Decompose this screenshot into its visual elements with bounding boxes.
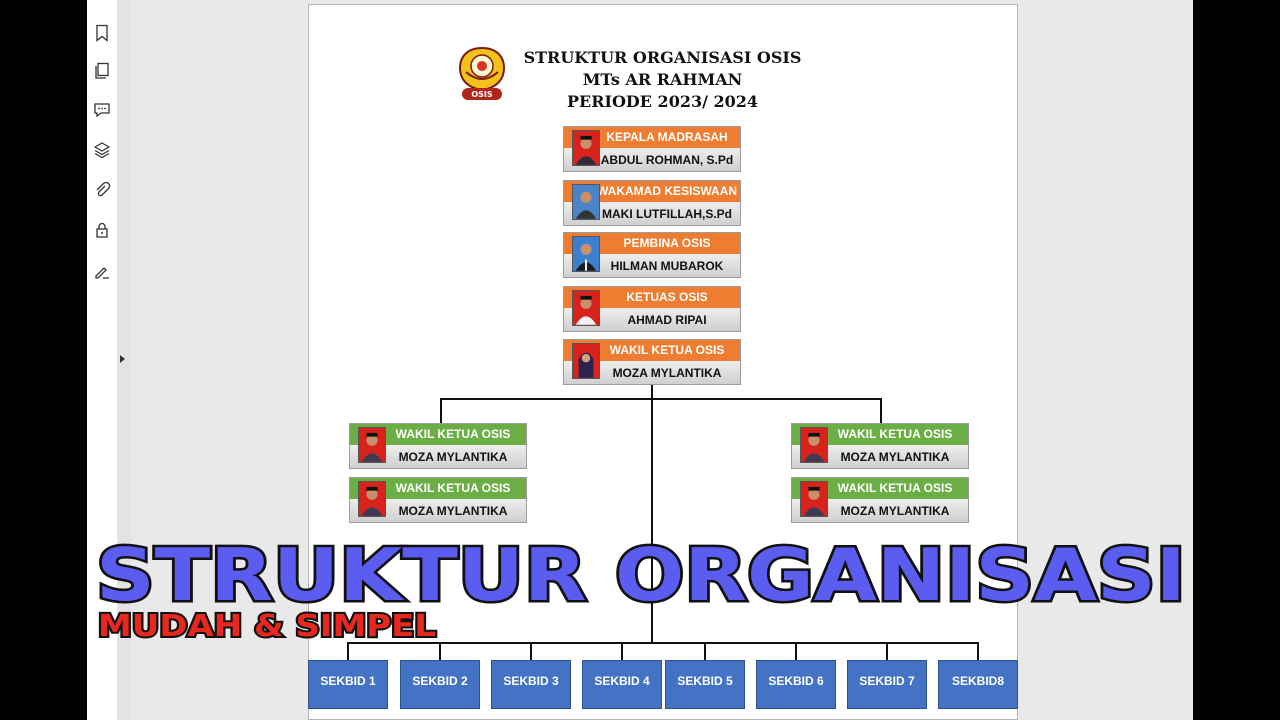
doc-title-line-3: PERIODE 2023/ 2024 [566,92,759,111]
overlay-title-text: STRUKTUR ORGANISASI [96,533,1186,617]
left-card-1: WAKIL KETUA OSIS MOZA MYLANTIKA [349,423,527,469]
sekbid-drop-1 [347,642,349,660]
sekbid-box-4: SEKBID 4 [582,660,662,709]
sidebar-collapse-icon[interactable] [120,355,125,363]
sekbid-drop-4 [621,642,623,660]
card-name: MOZA MYLANTIKA [792,445,968,468]
chain-card-2: WAKAMAD KESISWAAN MAKI LUTFILLAH,S.Pd [563,180,741,226]
pages-icon[interactable] [93,62,111,80]
person-photo [572,343,600,379]
doc-title-line-1: STRUKTUR ORGANISASI OSIS [523,48,802,67]
card-name: MOZA MYLANTIKA [350,445,526,468]
left-branch-line [440,398,442,423]
sekbid-box-3: SEKBID 3 [491,660,571,709]
card-name: MOZA MYLANTIKA [564,361,740,384]
overlay-subtitle: MUDAH & SIMPEL [96,606,458,646]
card-role: WAKIL KETUA OSIS [350,424,526,445]
card-role: PEMBINA OSIS [564,233,740,254]
document-page [308,4,1018,720]
card-name: MOZA MYLANTIKA [792,499,968,522]
card-name: HILMAN MUBAROK [564,254,740,277]
card-role: KETUAS OSIS [564,287,740,308]
sekbid-drop-5 [704,642,706,660]
sekbid-drop-2 [439,642,441,660]
branch-horizontal-line [440,398,882,400]
card-name: MOZA MYLANTIKA [350,499,526,522]
person-photo [572,290,600,326]
doc-title-line-2: MTs AR RAHMAN [582,70,743,89]
card-name: ABDUL ROHMAN, S.Pd [564,148,740,171]
card-name: MAKI LUTFILLAH,S.Pd [564,202,740,225]
sekbid-horizontal-line [347,642,978,644]
right-branch-line [880,398,882,423]
chain-card-1: KEPALA MADRASAH ABDUL ROHMAN, S.Pd [563,126,741,172]
sekbid-box-6: SEKBID 6 [756,660,836,709]
osis-logo: OSIS [456,46,508,104]
chain-card-3: PEMBINA OSIS HILMAN MUBAROK [563,232,741,278]
card-name: AHMAD RIPAI [564,308,740,331]
comment-icon[interactable] [93,101,111,119]
left-card-2: WAKIL KETUA OSIS MOZA MYLANTIKA [349,477,527,523]
attachment-icon[interactable] [93,181,111,199]
person-photo [800,481,828,517]
card-role: WAKIL KETUA OSIS [564,340,740,361]
sekbid-drop-6 [795,642,797,660]
card-role: WAKIL KETUA OSIS [792,424,968,445]
lock-icon[interactable] [93,221,111,239]
person-photo [572,236,600,272]
person-photo [800,427,828,463]
signature-icon[interactable] [93,262,111,280]
overlay-title: STRUKTUR ORGANISASI [94,531,1196,620]
chain-card-4: KETUAS OSIS AHMAD RIPAI [563,286,741,332]
sekbid-box-1: SEKBID 1 [308,660,388,709]
sekbid-box-7: SEKBID 7 [847,660,927,709]
main-trunk-line [651,384,653,643]
sekbid-box-2: SEKBID 2 [400,660,480,709]
sekbid-box-5: SEKBID 5 [665,660,745,709]
card-role: WAKIL KETUA OSIS [792,478,968,499]
logo-text: OSIS [471,90,493,99]
person-photo [358,427,386,463]
viewer-sidebar [87,0,117,720]
card-role: KEPALA MADRASAH [564,127,740,148]
card-role: WAKAMAD KESISWAAN [564,181,740,202]
bookmark-icon[interactable] [93,24,111,42]
overlay-subtitle-text: MUDAH & SIMPEL [98,609,436,644]
sekbid-drop-3 [530,642,532,660]
right-card-1: WAKIL KETUA OSIS MOZA MYLANTIKA [791,423,969,469]
person-photo [358,481,386,517]
sekbid-drop-8 [977,642,979,660]
sekbid-box-8: SEKBID8 [938,660,1018,709]
person-photo [572,184,600,220]
right-card-2: WAKIL KETUA OSIS MOZA MYLANTIKA [791,477,969,523]
sekbid-drop-7 [886,642,888,660]
person-photo [572,130,600,166]
chain-card-5: WAKIL KETUA OSIS MOZA MYLANTIKA [563,339,741,385]
card-role: WAKIL KETUA OSIS [350,478,526,499]
layers-icon[interactable] [93,141,111,159]
